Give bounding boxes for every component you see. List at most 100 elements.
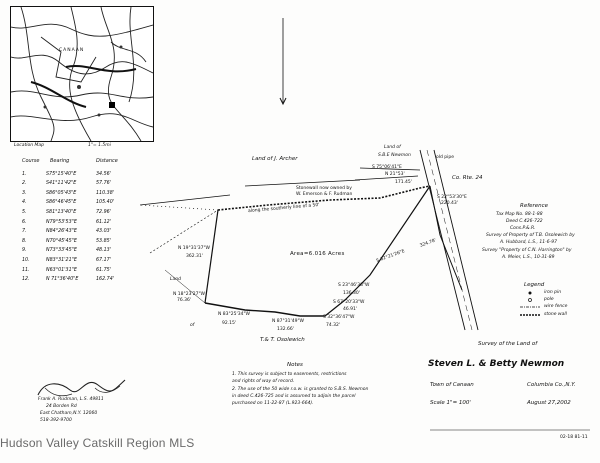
course-bearing: S41°11'42"E [46,181,77,187]
table-row: 9. N73°33'45"E 48.13' [20,248,130,258]
distance-top: 171.45' [395,180,412,185]
table-row: 4. S86°46'45"E 105.40' [20,200,130,210]
location-map-scale: 1"= 1.5mi [88,143,111,148]
course-distance: 48.13' [96,248,112,254]
map-town-label: CANAAN [59,48,85,53]
distance-4: 132.66' [277,327,294,332]
bearing-2: N 18°23'27"W [173,292,205,297]
table-row: 5. S81°13'40"E 72.96' [20,210,130,220]
label-sbe-newman: S.B.E Newmon [378,153,411,158]
course-bearing: S75°15'40"E [46,171,77,177]
distance-6: 136.30' [343,291,360,296]
legend-item-wire-fence: wire fence [544,304,568,309]
course-bearing: S86°05'43"E [46,190,77,196]
location-map-caption: Location Map [14,143,45,148]
sheet-id: 02-18 81-11 [560,435,588,440]
distance-2: 76.36' [177,298,192,303]
course-number: 8. [22,238,27,244]
label-area: Area=6.016 Acres [290,251,345,257]
title-date: August 27,2002 [527,400,571,406]
course-distance: 162.74' [96,277,115,283]
course-bearing: N 71°36'40"E [46,277,79,283]
course-number: 4. [22,200,27,206]
bearing-1: N 19°31'37"W [178,246,210,251]
surveyor-name: Frank A. Rudman, L.S. 49811 [38,397,104,402]
label-stonewall: Stonewall now owned by [296,186,352,191]
distance-3: 92.15' [222,321,237,326]
course-number: 9. [22,248,27,254]
surveyor-address-2: East Chatham,N.Y. 12060 [40,411,98,416]
notes-title: Notes [287,362,303,368]
title-town: Town of Canaan [430,382,474,388]
bearing-top: S 75°06'41"E [372,165,402,170]
label-land-archer: Land of J. Archer [252,156,298,162]
course-distance: 105.40' [96,200,115,206]
legend-item-pole: pole [544,297,554,302]
surveyor-signature-icon [37,379,126,397]
legend-symbols [520,291,540,316]
title-caption: Survey of the Land of [478,341,538,347]
course-distance: 43.03' [96,229,112,235]
table-row: 11. N63°01'31"E 61.75' [20,268,130,278]
table-row: 7. N84°26'43"E 43.03' [20,229,130,239]
course-distance: 57.76' [96,181,112,187]
label-stonewall-owners: W. Emerson & F. Rudman [296,192,353,197]
notes-line: 2. The use of the 50 wide r.o.w. is gran… [232,387,369,392]
legend-title: Legend [524,282,545,288]
surveyor-phone: 518-392-9700 [40,418,72,423]
course-table-header: Course Bearing Distance [20,158,130,168]
notes-line: purchased on 11-22-87 (L.923-664). [232,401,314,406]
course-bearing: N63°01'31"E [46,267,77,273]
notes-line: 1. This survey is subject to easements, … [232,372,347,377]
course-distance: 61.75' [96,267,112,273]
legend-item-stone-wall: stone wall [544,312,567,317]
course-distance: 61.12' [96,219,112,225]
course-number: 11. [22,267,30,273]
location-map: CANAAN [10,6,154,142]
label-land-left: Land [170,277,181,282]
course-number: 12. [22,277,30,283]
course-bearing: N73°33'45"E [46,248,77,254]
label-county-route: Co. Rte. 24 [452,175,483,181]
notes-line: and rights of way of record. [232,379,295,384]
label-old-pipe: old pipe [436,155,455,160]
bearing-8: S 32°36'47"W [323,315,355,320]
course-number: 3. [22,190,27,196]
course-distance: 34.56' [96,171,112,177]
adjoining-lines [139,167,421,206]
bearing-4: N 87°31'49"W [272,319,304,324]
watermark: Hudson Valley Catskill Region MLS [0,436,195,450]
course-number: 5. [22,209,27,215]
title-scale: Scale 1"= 100' [430,400,471,406]
course-bearing: N83°31'21"E [46,257,77,263]
bearing-6: S 23°46'38"W [338,283,370,288]
course-bearing: S86°46'45"E [46,200,77,206]
reference-line: Cons.P.&.R. [510,226,536,231]
course-bearing: N70°45'45"E [46,238,77,244]
distance-8: 74.32' [326,323,341,328]
title-county: Columbia Co.,N.Y. [527,382,576,388]
course-number: 7. [22,229,27,235]
title-owner-names: Steven L. & Betty Newmon [428,359,565,369]
distance-1: 362.31' [186,254,203,259]
course-bearing: N84°26'43"E [46,229,77,235]
surveyor-address-1: 24 Borden Rd [46,404,77,409]
reference-title: Reference [520,203,549,209]
course-bearing: N79°53'53"E [46,219,77,225]
header-course: Course [22,158,40,164]
course-distance: 67.17' [96,257,112,263]
parcel-boundary [139,185,463,317]
reference-line: Deed C.426-722 [506,219,543,224]
bearing-7: S 67°20'33"W [333,300,365,305]
course-distance: 72.96' [96,209,112,215]
reference-line: Survey "Property of C.N. Harrington" by [482,248,572,253]
course-bearing: S81°13'40"E [46,209,77,215]
bearing-top-2: N 21°53' [385,172,405,177]
distance-9: 220.43' [441,201,458,206]
